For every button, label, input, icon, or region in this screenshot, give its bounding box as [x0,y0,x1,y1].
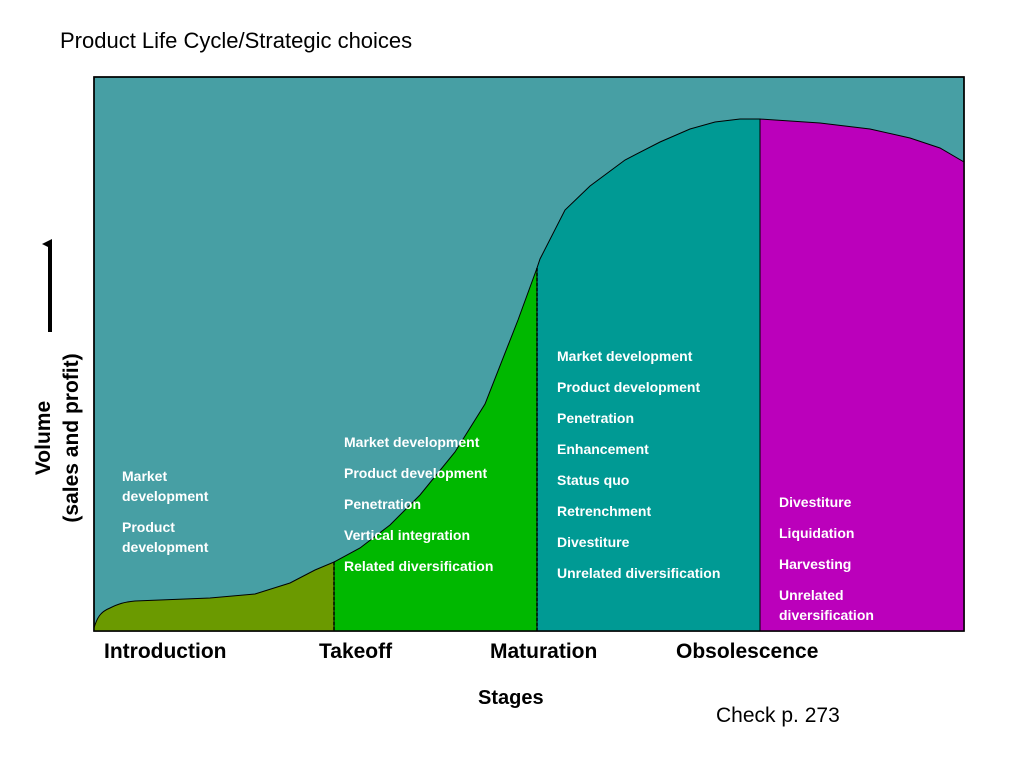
stage-label-introduction: Introduction [104,640,227,663]
page-title: Product Life Cycle/Strategic choices [60,28,413,53]
choice-item: Vertical integration [344,527,471,543]
takeoff-choices: Market development Product development P… [344,432,524,587]
y-axis-label-line2: (sales and profit) [60,353,83,523]
stage-label-takeoff: Takeoff [319,640,393,663]
choice-item: Product development [557,379,701,395]
maturation-choices: Market development Product development P… [557,346,727,594]
introduction-region [93,561,335,632]
x-axis-label: Stages [478,687,544,709]
stage-label-maturation: Maturation [490,640,598,663]
choice-item: Enhancement [557,441,649,457]
obsolescence-choices: Divestiture Liquidation Harvesting Unrel… [779,492,909,636]
plot-frame [93,76,965,632]
introduction-choices: Market development Product development [122,466,242,568]
choice-item: Harvesting [779,556,852,572]
choice-item: Product development [344,465,488,481]
choice-item: Market development [122,468,209,504]
choice-item: Liquidation [779,525,855,541]
choice-item: Divestiture [557,534,630,550]
y-axis-label-line1: Volume [32,400,55,476]
choice-item: Unrelated diversification [557,565,721,581]
choice-item: Penetration [344,496,422,512]
stage-label-obsolescence: Obsolescence [676,640,819,663]
y-axis-label: Volume (sales and profit) [30,353,86,522]
choice-item: Related diversification [344,558,494,574]
choice-item: Status quo [557,472,630,488]
choice-item: Market development [344,434,480,450]
choice-item: Unrelated diversification [779,587,874,623]
choice-item: Product development [122,519,209,555]
choice-item: Market development [557,348,693,364]
choice-item: Divestiture [779,494,852,510]
choice-item: Retrenchment [557,503,652,519]
page-reference-note: Check p. 273 [716,704,840,727]
choice-item: Penetration [557,410,635,426]
